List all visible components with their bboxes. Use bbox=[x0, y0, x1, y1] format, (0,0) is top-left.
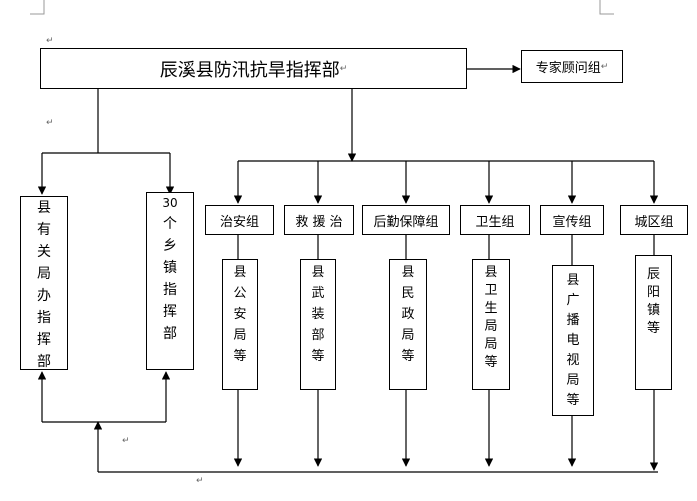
paragraph-mark: ↵ bbox=[122, 436, 130, 446]
county-hq-char: 指 bbox=[37, 310, 51, 326]
expert-label: 专家顾问组 bbox=[535, 61, 601, 76]
member-char: 等 bbox=[233, 349, 247, 364]
member-char: 局 bbox=[401, 328, 415, 343]
member-char: 等 bbox=[311, 349, 325, 364]
member-char: 县 bbox=[401, 265, 415, 280]
county-hq-char: 办 bbox=[37, 288, 51, 304]
member-char: 县 bbox=[566, 273, 580, 288]
member-char: 政 bbox=[401, 307, 415, 322]
hq-label: 辰溪县防汛抗旱指挥部 bbox=[159, 59, 340, 81]
member-char: 局 bbox=[484, 337, 498, 352]
member-char: 武 bbox=[311, 286, 325, 301]
county-hq-char: 局 bbox=[37, 266, 51, 282]
township-hq-char: 乡 bbox=[163, 238, 177, 254]
member-box-public-security: 县 公 安 局 等 bbox=[222, 259, 258, 390]
member-char: 局 bbox=[484, 319, 498, 334]
group-label: 城区组 bbox=[634, 214, 674, 230]
township-hq-box: 30 个 乡 镇 指 挥 部 bbox=[146, 192, 194, 370]
expert-box: 专家顾问组↵ bbox=[521, 50, 623, 83]
member-char: 安 bbox=[233, 307, 247, 322]
group-box-public-security: 治安组 bbox=[205, 205, 274, 235]
member-box-rescue: 县 武 装 部 等 bbox=[300, 259, 336, 390]
member-char: 公 bbox=[233, 286, 247, 301]
member-char: 等 bbox=[566, 393, 580, 408]
member-char: 等 bbox=[401, 349, 415, 364]
member-char: 镇 bbox=[646, 303, 660, 318]
paragraph-mark: ↵ bbox=[600, 61, 609, 72]
county-hq-char: 部 bbox=[37, 354, 51, 370]
member-char: 局 bbox=[233, 328, 247, 343]
group-label: 后勤保障组 bbox=[373, 214, 439, 230]
township-hq-char: 部 bbox=[163, 326, 177, 342]
group-label: 治安组 bbox=[219, 214, 259, 230]
member-char: 县 bbox=[233, 265, 247, 280]
member-char: 视 bbox=[566, 353, 580, 368]
member-char: 阳 bbox=[646, 285, 660, 300]
member-char: 生 bbox=[484, 301, 498, 316]
member-char: 辰 bbox=[646, 267, 660, 282]
group-box-urban: 城区组 bbox=[620, 205, 688, 235]
member-char: 县 bbox=[311, 265, 325, 280]
county-hq-char: 县 bbox=[37, 200, 51, 216]
member-char: 卫 bbox=[484, 283, 498, 298]
member-box-logistics: 县 民 政 局 等 bbox=[389, 259, 427, 390]
group-box-health: 卫生组 bbox=[460, 205, 530, 235]
group-label: 救 援 治 bbox=[295, 214, 343, 230]
group-box-logistics: 后勤保障组 bbox=[362, 205, 450, 235]
page-corner-marks bbox=[30, 0, 614, 15]
member-char: 装 bbox=[311, 307, 325, 322]
paragraph-mark: ↵ bbox=[46, 118, 54, 128]
member-box-health: 县 卫 生 局 局 等 bbox=[472, 259, 510, 390]
county-hq-char: 挥 bbox=[37, 332, 51, 348]
member-char: 电 bbox=[566, 333, 580, 348]
member-char: 局 bbox=[566, 373, 580, 388]
township-hq-char: 指 bbox=[163, 282, 177, 298]
member-box-publicity: 县 广 播 电 视 局 等 bbox=[552, 265, 594, 416]
township-hq-char: 30 bbox=[162, 196, 178, 210]
county-hq-char: 有 bbox=[37, 222, 51, 238]
member-char: 民 bbox=[401, 286, 415, 301]
paragraph-mark: ↵ bbox=[196, 476, 204, 486]
member-box-urban: 辰 阳 镇 等 bbox=[635, 255, 672, 390]
group-label: 卫生组 bbox=[475, 214, 515, 230]
member-char: 县 bbox=[484, 265, 498, 280]
member-char: 等 bbox=[484, 355, 498, 370]
township-hq-char: 挥 bbox=[163, 304, 177, 320]
county-hq-char: 关 bbox=[37, 244, 51, 260]
paragraph-mark: ↵ bbox=[339, 63, 348, 74]
group-label: 宣传组 bbox=[552, 214, 592, 230]
group-box-publicity: 宣传组 bbox=[540, 205, 604, 235]
member-char: 部 bbox=[311, 328, 325, 343]
member-char: 播 bbox=[566, 313, 580, 328]
group-box-rescue: 救 援 治 bbox=[284, 205, 354, 235]
member-char: 广 bbox=[566, 293, 580, 308]
township-hq-char: 镇 bbox=[163, 260, 177, 276]
township-hq-char: 个 bbox=[163, 216, 177, 232]
member-char: 等 bbox=[646, 321, 660, 336]
hq-box: 辰溪县防汛抗旱指挥部↵ bbox=[40, 48, 467, 89]
county-hq-box: 县 有 关 局 办 指 挥 部 bbox=[20, 196, 68, 370]
paragraph-mark: ↵ bbox=[46, 36, 54, 46]
